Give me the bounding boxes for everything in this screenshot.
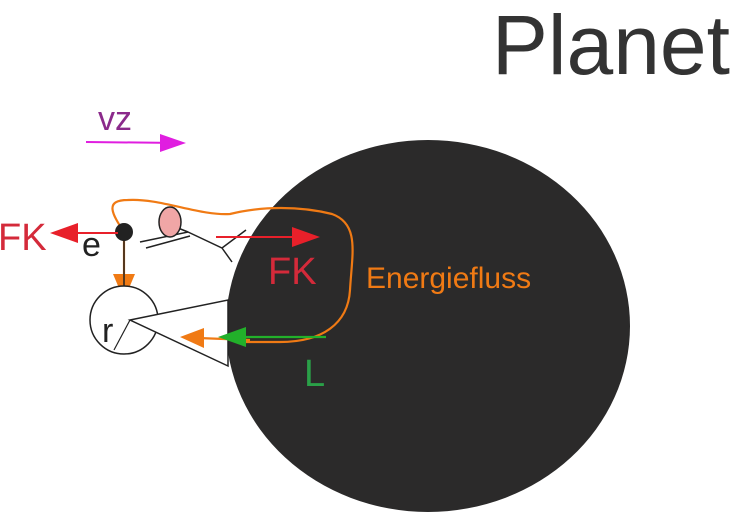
velocity-arrowhead — [160, 134, 186, 152]
velocity-label: vz — [98, 100, 132, 138]
light-cone — [127, 299, 229, 368]
light-arrowhead — [218, 327, 246, 347]
antenna-structure — [139, 223, 247, 263]
planet-disc — [226, 140, 630, 512]
energy-flow-loop — [111, 198, 354, 344]
radius-label: r — [102, 312, 113, 350]
energy-flow-cone-arrowhead — [180, 328, 204, 348]
receptor-ellipse — [158, 206, 182, 238]
radius-line — [113, 319, 131, 351]
force-left-label: FK — [0, 217, 47, 259]
electron-label: e — [82, 226, 101, 264]
light-label: L — [304, 353, 325, 395]
electron-dot — [115, 223, 133, 241]
force-left-arrowhead — [50, 223, 78, 243]
force-right-label: FK — [268, 251, 317, 293]
energy-flow-label: Energiefluss — [366, 262, 531, 295]
force-right-arrowhead — [292, 227, 320, 247]
page-title: Planet — [492, 0, 730, 92]
